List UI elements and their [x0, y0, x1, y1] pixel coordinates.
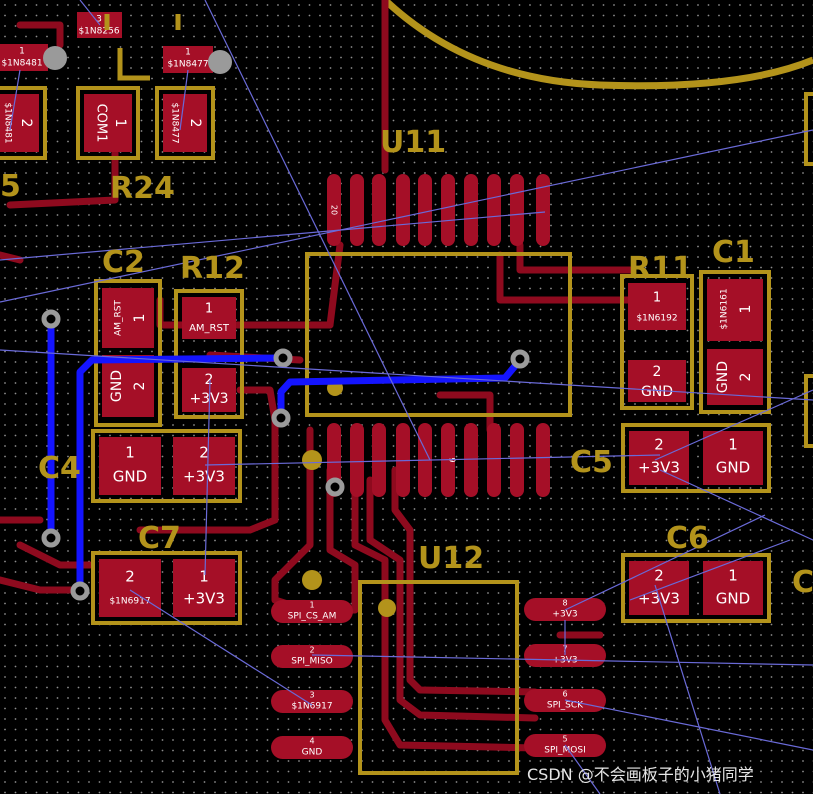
- svg-text:1: 1: [205, 302, 213, 317]
- u12-pin-1[interactable]: 1 SPI_CS_AM: [271, 600, 353, 623]
- r-right-footprint[interactable]: 2 $1N8477: [155, 86, 215, 160]
- silkscreen-arc: [382, 0, 813, 90]
- svg-text:SPI_SCK: SPI_SCK: [547, 701, 584, 711]
- c2-footprint[interactable]: 1 AM_RST 2 GND: [94, 279, 162, 427]
- svg-text:2: 2: [654, 436, 664, 454]
- svg-text:$1N8477: $1N8477: [167, 60, 208, 70]
- svg-text:2: 2: [125, 568, 135, 586]
- com1-footprint[interactable]: 1 COM1: [76, 86, 140, 160]
- right-edge-footprints: [804, 92, 813, 448]
- u12-footprint: [302, 570, 519, 775]
- svg-text:5: 5: [562, 735, 567, 744]
- svg-text:1: 1: [19, 47, 25, 57]
- svg-text:$1N8256: $1N8256: [78, 27, 119, 37]
- pad-tl-b-1[interactable]: 1 $1N8477: [163, 46, 232, 74]
- u12-pin-3[interactable]: 3 $1N6917: [271, 690, 353, 713]
- svg-text:GND: GND: [302, 748, 323, 758]
- svg-text:2: 2: [199, 444, 209, 462]
- svg-text:2: 2: [738, 373, 754, 382]
- ref-u12: U12: [418, 541, 484, 576]
- svg-text:+3V3: +3V3: [183, 468, 225, 486]
- svg-text:6: 6: [562, 690, 567, 699]
- svg-text:GND: GND: [641, 384, 673, 400]
- c7-footprint[interactable]: 2 $1N6917 1 +3V3: [91, 551, 242, 625]
- ref-r12: R12: [180, 251, 245, 286]
- svg-text:2: 2: [654, 567, 664, 585]
- svg-text:1: 1: [728, 567, 738, 585]
- svg-text:2: 2: [132, 382, 148, 391]
- svg-text:SPI_MOSI: SPI_MOSI: [544, 746, 586, 756]
- ref-partial-right: C: [792, 565, 813, 600]
- ref-partial-left: 5: [0, 169, 21, 204]
- svg-text:COM1: COM1: [94, 104, 109, 143]
- svg-text:GND: GND: [113, 468, 147, 486]
- u11-pin20-label: 20: [330, 205, 339, 215]
- svg-text:3: 3: [96, 15, 102, 25]
- svg-text:GND: GND: [716, 459, 750, 477]
- r-left-footprint[interactable]: 2 $1N8481: [0, 86, 47, 160]
- ref-c2: C2: [102, 245, 145, 280]
- svg-text:2: 2: [18, 119, 34, 128]
- u11-top-pins: [327, 174, 550, 246]
- ref-r11: R11: [628, 251, 693, 286]
- ref-u11: U11: [380, 125, 446, 160]
- svg-text:2: 2: [653, 364, 662, 380]
- svg-text:$1N6917: $1N6917: [109, 597, 150, 607]
- svg-text:1: 1: [112, 119, 128, 128]
- svg-text:8: 8: [562, 599, 567, 608]
- silkscreen-marks: [104, 14, 181, 81]
- bottom-layer-traces: [47, 316, 524, 594]
- svg-text:SPI_MISO: SPI_MISO: [291, 657, 333, 667]
- svg-text:+3V3: +3V3: [638, 459, 680, 477]
- u12-pin-2[interactable]: 2 SPI_MISO: [271, 645, 353, 668]
- svg-text:1: 1: [132, 314, 148, 323]
- r11-footprint[interactable]: 1 $1N6192 2 GND: [620, 274, 694, 410]
- svg-text:$1N6917: $1N6917: [291, 702, 332, 712]
- svg-text:2: 2: [187, 119, 203, 128]
- ref-c1: C1: [712, 235, 755, 270]
- c1-footprint[interactable]: 1 $1N6161 2 GND: [699, 270, 771, 414]
- ref-r24: R24: [110, 171, 175, 206]
- svg-text:1: 1: [728, 436, 738, 454]
- svg-text:3: 3: [309, 691, 314, 700]
- svg-text:+3V3: +3V3: [183, 590, 225, 608]
- svg-text:1: 1: [199, 568, 209, 586]
- svg-text:1: 1: [309, 601, 314, 610]
- svg-text:$1N8477: $1N8477: [170, 102, 180, 143]
- svg-text:2: 2: [205, 372, 214, 388]
- ref-c4: C4: [38, 451, 81, 486]
- svg-text:GND: GND: [715, 361, 731, 393]
- pad-tl-a-1[interactable]: 1 $1N8481: [0, 44, 67, 71]
- vias: [41, 309, 530, 601]
- svg-text:$1N8481: $1N8481: [3, 102, 13, 143]
- svg-text:$1N8481: $1N8481: [1, 59, 42, 69]
- svg-text:4: 4: [309, 737, 314, 746]
- svg-text:+3V3: +3V3: [552, 610, 577, 620]
- svg-text:1: 1: [653, 291, 661, 306]
- svg-text:2: 2: [309, 646, 314, 655]
- ref-c7: C7: [138, 521, 181, 556]
- svg-text:$1N6192: $1N6192: [636, 314, 677, 324]
- svg-text:1: 1: [125, 444, 135, 462]
- svg-text:AM_RST: AM_RST: [189, 323, 230, 334]
- svg-text:1: 1: [738, 305, 754, 314]
- svg-text:$1N6161: $1N6161: [720, 288, 730, 329]
- c5-footprint[interactable]: 2 +3V3 1 GND: [621, 423, 771, 493]
- svg-text:GND: GND: [716, 590, 750, 608]
- ref-c5: C5: [570, 445, 613, 480]
- watermark: CSDN @不会画板子的小猪同学: [527, 765, 754, 784]
- svg-text:GND: GND: [109, 370, 125, 402]
- u12-pin-4[interactable]: 4 GND: [271, 736, 353, 759]
- c6-footprint[interactable]: 2 +3V3 1 GND: [621, 553, 771, 623]
- svg-text:1: 1: [185, 48, 191, 58]
- svg-text:SPI_CS_AM: SPI_CS_AM: [288, 612, 337, 622]
- ref-c6: C6: [666, 521, 709, 556]
- c4-footprint[interactable]: 1 GND 2 +3V3: [91, 429, 242, 503]
- u11-footprint: 20 9: [302, 174, 572, 497]
- svg-text:AM_RST: AM_RST: [114, 300, 124, 336]
